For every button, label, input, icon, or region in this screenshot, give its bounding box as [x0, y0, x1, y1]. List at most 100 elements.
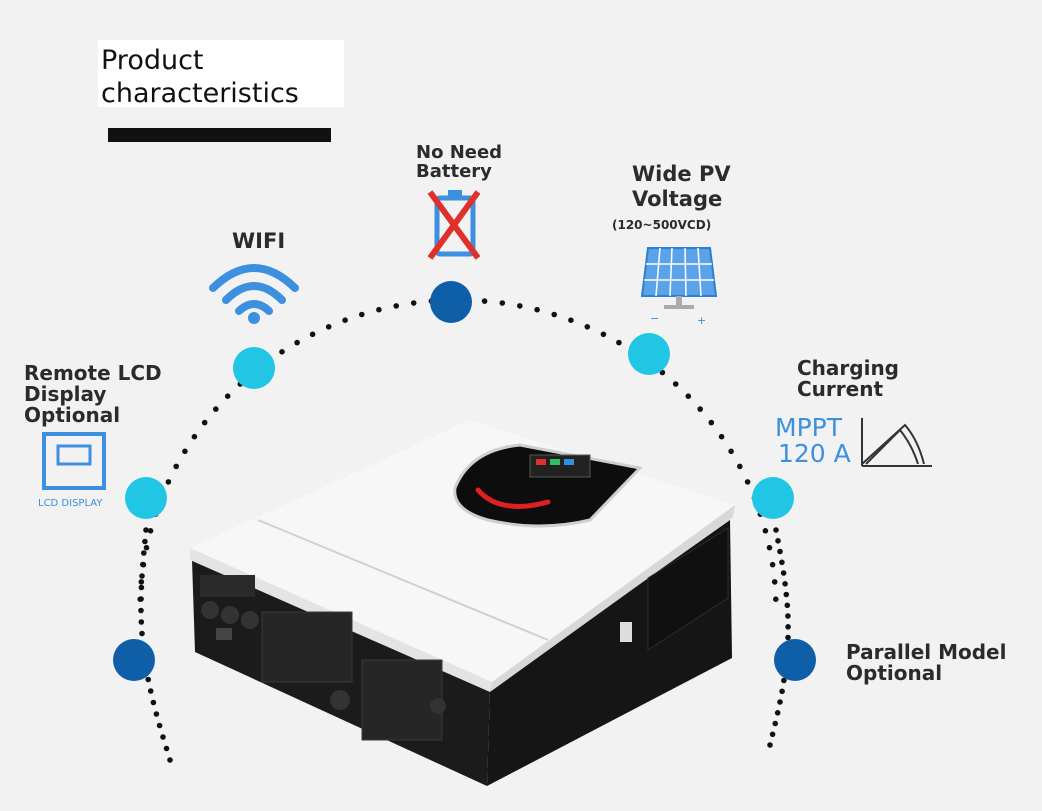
arc-dot — [784, 602, 791, 609]
arc-dot — [568, 317, 574, 324]
arc-dot — [780, 570, 787, 576]
arc-dot — [342, 317, 348, 324]
mppt-curve-icon — [861, 418, 932, 467]
dot-left-lower — [113, 639, 155, 681]
arc-dot — [708, 419, 715, 426]
dot-wide-pv — [628, 333, 670, 375]
device-side-vent — [620, 527, 729, 651]
arc-dot — [393, 303, 400, 309]
wifi-icon — [209, 264, 299, 324]
arc-dot — [774, 710, 781, 716]
dot-parallel — [774, 639, 816, 681]
arc-dot — [779, 559, 785, 566]
label-no-battery: No Need Battery — [416, 142, 503, 182]
label-remote-lcd: Remote LCD Display Optional — [24, 361, 162, 427]
page-title: Product characteristics — [101, 45, 299, 109]
arc-dot — [160, 734, 166, 740]
arc-dot — [138, 619, 145, 625]
arc-dot — [744, 479, 751, 485]
arc-dot — [775, 538, 781, 544]
arc-dot — [138, 579, 145, 585]
solar-panel-icon: − + — [640, 247, 718, 327]
arc-dot — [410, 300, 417, 306]
arc-dot — [697, 406, 703, 412]
arc-dot — [499, 300, 506, 306]
arc-dot — [785, 634, 791, 641]
arc-dot — [772, 720, 778, 727]
arc-dot — [167, 757, 173, 763]
arc-dot — [156, 722, 163, 729]
svg-text:−: − — [650, 312, 659, 325]
battery-crossed-icon — [427, 190, 481, 260]
arc-dot — [294, 339, 300, 346]
arc-dot — [783, 591, 790, 598]
arc-dot — [517, 303, 523, 309]
arc-dot — [145, 676, 151, 683]
device-front-ports — [200, 575, 446, 741]
arc-dot — [773, 596, 779, 602]
lcd-icon-caption: LCD DISPLAY — [38, 498, 103, 509]
label-mppt-1: MPPT — [775, 413, 842, 442]
arc-dot — [309, 331, 316, 338]
lcd-display-icon — [42, 432, 106, 490]
arc-dot — [139, 630, 145, 637]
arc-dot — [182, 448, 188, 455]
arc-dot — [325, 324, 332, 330]
arc-dot — [165, 479, 172, 485]
arc-dot — [191, 433, 198, 440]
dot-remote-lcd — [125, 477, 167, 519]
arc-dot — [147, 528, 154, 534]
arc-dot — [728, 448, 734, 455]
title-underline — [108, 128, 331, 142]
arc-dot — [769, 731, 776, 738]
arc-dot — [785, 624, 791, 630]
svg-text:+: + — [697, 314, 706, 327]
arc-dot — [481, 298, 488, 304]
arc-dot — [213, 406, 219, 412]
arc-dot — [672, 381, 679, 387]
arc-dot — [782, 581, 788, 587]
inverter-device — [190, 420, 735, 786]
arc-dot — [163, 745, 170, 752]
arc-dot — [767, 742, 773, 748]
arc-dot — [600, 331, 607, 338]
arc-dot — [138, 584, 145, 591]
arc-dot — [685, 393, 692, 400]
arc-dot — [153, 711, 160, 717]
arc-dot — [766, 544, 773, 551]
arc-dot — [142, 538, 148, 545]
arc-dot — [781, 677, 787, 684]
arc-dot — [143, 544, 150, 551]
arc-dot — [737, 463, 743, 470]
arc-dot — [279, 349, 285, 355]
arc-dot — [779, 688, 785, 695]
arc-dot — [201, 419, 208, 426]
arc-dot — [718, 433, 725, 440]
dot-no-battery — [430, 281, 472, 323]
arc-dot — [785, 613, 791, 619]
arc-dot — [139, 573, 145, 579]
arc-dot — [143, 527, 149, 533]
label-mppt-2: 120 A — [778, 439, 851, 468]
label-charging: Charging Current — [797, 356, 900, 401]
arc-dot — [551, 311, 557, 318]
arc-dot — [773, 527, 779, 533]
arc-dot — [150, 699, 157, 706]
arc-dot — [147, 688, 154, 694]
label-parallel: Parallel Model Optional — [846, 640, 1007, 685]
device-display-panel — [453, 443, 643, 528]
arc-dot — [777, 699, 783, 705]
arc-dot — [777, 548, 783, 555]
arc-dot — [376, 306, 382, 313]
dot-charging — [752, 477, 794, 519]
arc-dot — [584, 324, 591, 330]
dot-wifi — [233, 347, 275, 389]
header-box — [98, 40, 344, 107]
arc-dot — [616, 339, 622, 346]
arc-dot — [224, 393, 231, 400]
label-wide-pv: Wide PV Voltage — [632, 162, 731, 211]
arc-dot — [534, 306, 540, 313]
arc-dot — [762, 528, 769, 534]
arc-dot — [138, 607, 144, 614]
